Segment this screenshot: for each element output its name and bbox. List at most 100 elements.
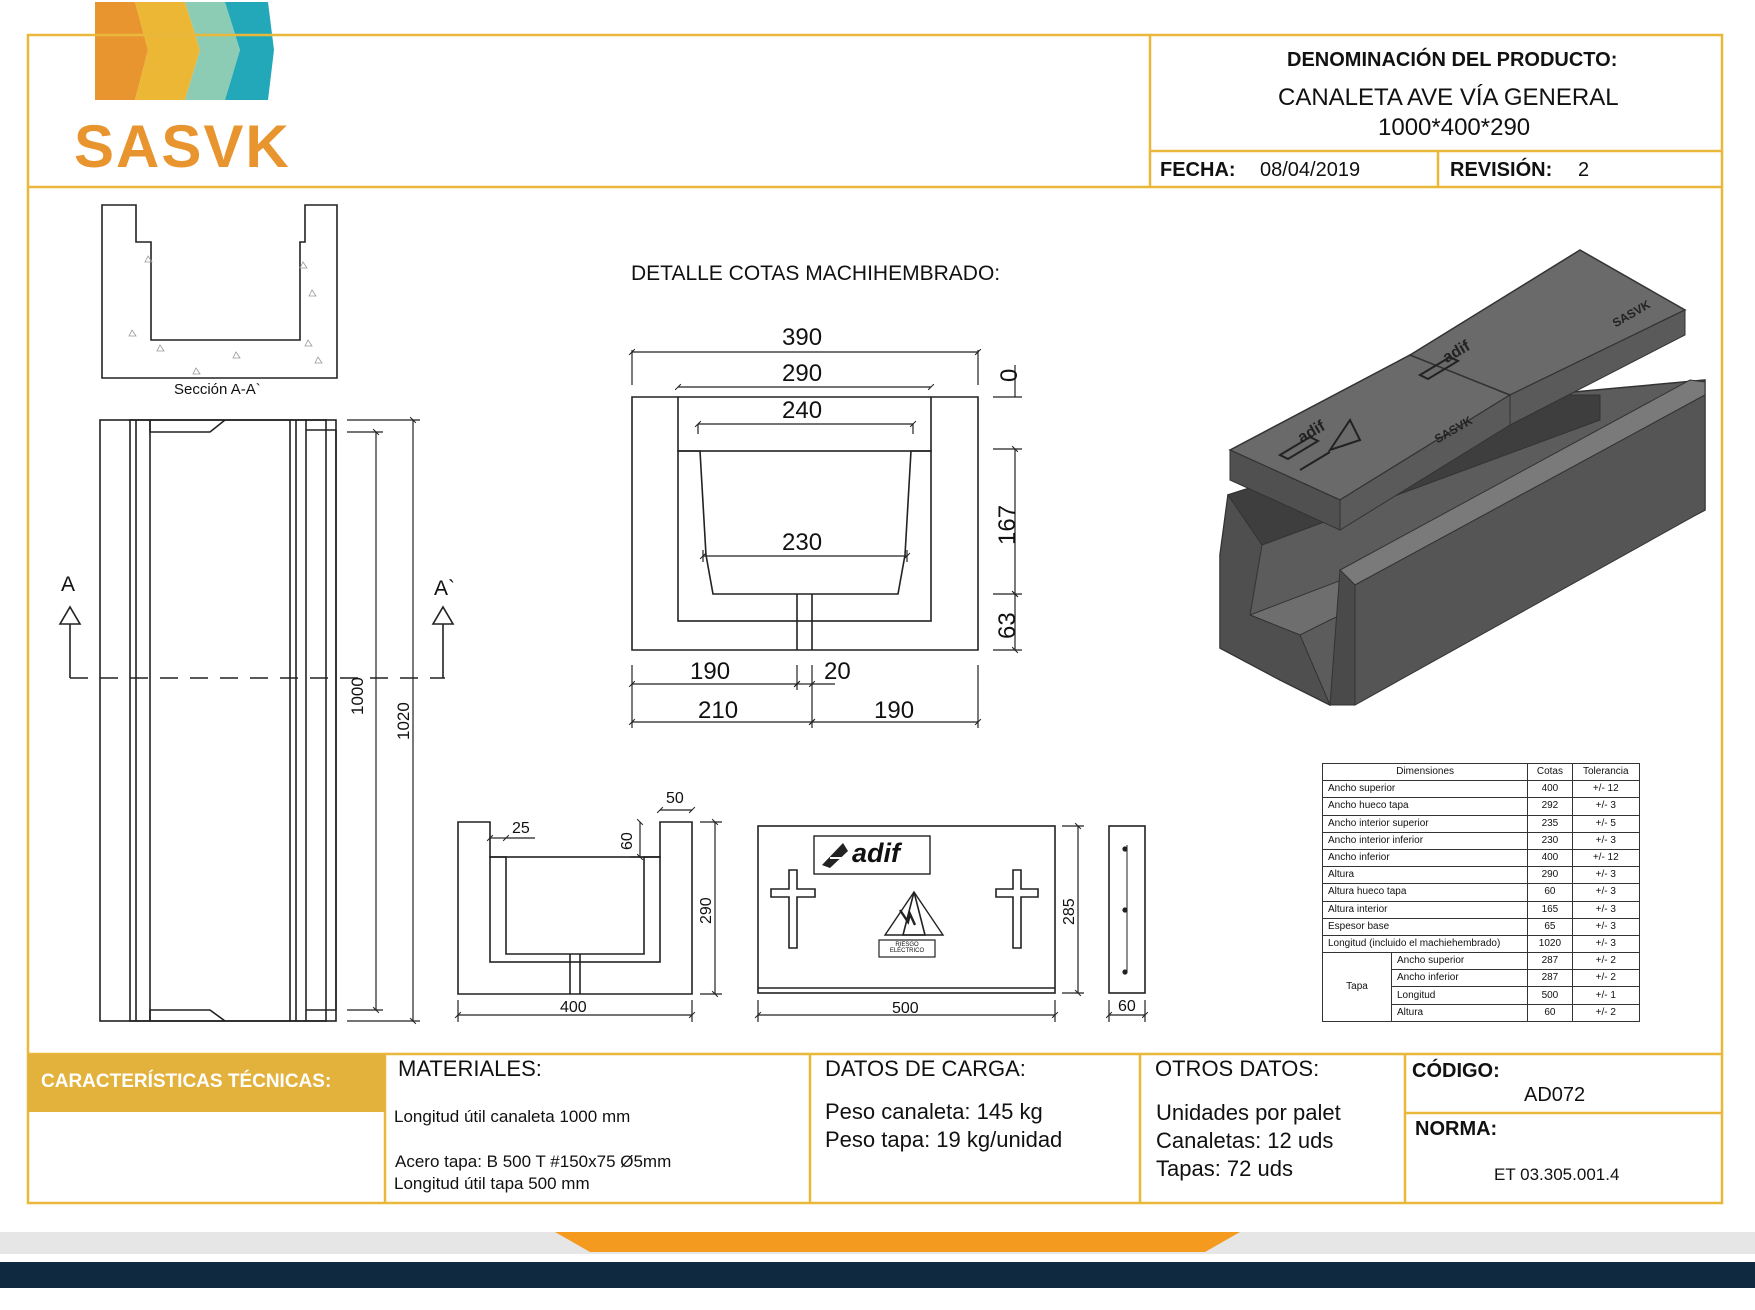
- dim-25: 25: [512, 820, 530, 837]
- norm-label: NORMA:: [1415, 1118, 1498, 1140]
- row-tolerance: +/- 5: [1571, 814, 1641, 833]
- plan-dimension-lines: [347, 416, 420, 1025]
- row-tolerance: +/- 2: [1571, 952, 1641, 971]
- row-value: 400: [1527, 780, 1573, 799]
- dim-210: 210: [698, 697, 739, 724]
- row-label: Altura hueco tapa: [1321, 883, 1529, 902]
- row-tolerance: +/- 3: [1571, 883, 1641, 902]
- row-value: 1020: [1527, 934, 1573, 954]
- dim-20: 20: [824, 658, 851, 685]
- row-tolerance: +/- 3: [1571, 917, 1641, 936]
- brand-wordmark: SASVK: [74, 113, 291, 180]
- product-dims: 1000*400*290: [1378, 114, 1531, 141]
- row-value: 60: [1527, 1003, 1573, 1022]
- dim-plan-1000: 1000: [348, 677, 367, 715]
- row-value: 287: [1527, 952, 1573, 971]
- row-label: Ancho interior superior: [1321, 814, 1529, 833]
- footer-orange-band: [555, 1232, 1240, 1252]
- load-title: DATOS DE CARGA:: [825, 1056, 1026, 1081]
- joint-detail-drawing: [631, 396, 979, 651]
- row-tolerance: +/- 3: [1571, 797, 1641, 816]
- dim-plan-1020: 1020: [394, 702, 413, 740]
- materials-line-1: Longitud útil canaleta 1000 mm: [394, 1107, 631, 1126]
- row-label: Longitud: [1390, 986, 1529, 1005]
- materials-line-2: Acero tapa: B 500 T #150x75 Ø5mm: [395, 1152, 672, 1171]
- load-line-1: Peso canaleta: 145 kg: [825, 1099, 1043, 1124]
- table-header-dimensiones: Dimensiones: [1321, 762, 1529, 782]
- row-tolerance: +/- 3: [1571, 900, 1641, 919]
- dim-290-cross: 290: [698, 897, 715, 924]
- section-cut-marker: [58, 605, 455, 679]
- row-label: Ancho inferior: [1390, 969, 1529, 988]
- row-value: 165: [1527, 900, 1573, 919]
- cross-section-dimension-lines: [454, 806, 722, 1022]
- load-line-2: Peso tapa: 19 kg/unidad: [825, 1127, 1063, 1152]
- row-tolerance: +/- 1: [1571, 986, 1641, 1005]
- section-marker-a: A: [61, 573, 76, 596]
- row-tolerance: +/- 2: [1571, 1003, 1641, 1022]
- dim-285: 285: [1061, 898, 1078, 925]
- date-value: 08/04/2019: [1260, 159, 1361, 181]
- table-row: Longitud (incluido el machiehembrado)102…: [1321, 934, 1641, 954]
- row-tolerance: +/- 12: [1571, 780, 1641, 799]
- row-tolerance: +/- 2: [1571, 969, 1641, 988]
- norm-value: ET 03.305.001.4: [1494, 1165, 1620, 1184]
- table-header-cotas: Cotas: [1527, 762, 1573, 782]
- materials-line-3: Longitud útil tapa 500 mm: [394, 1174, 590, 1193]
- row-value: 500: [1527, 986, 1573, 1005]
- row-tolerance: +/- 12: [1571, 848, 1641, 868]
- logo-stripes: [95, 2, 274, 100]
- row-value: 400: [1527, 848, 1573, 868]
- isometric-render: [1219, 249, 1706, 707]
- other-line-2: Canaletas: 12 uds: [1156, 1128, 1334, 1153]
- lid-side-dimension-lines: [1105, 1000, 1149, 1022]
- row-label: Espesor base: [1321, 917, 1529, 936]
- row-value: 287: [1527, 969, 1573, 988]
- lid-dimension-lines: [754, 822, 1084, 1022]
- row-label: Ancho hueco tapa: [1321, 797, 1529, 816]
- lid-sign-text: RIESGO ELÉCTRICO: [889, 942, 925, 954]
- dim-500: 500: [892, 1000, 919, 1017]
- concrete-hatch: [128, 255, 323, 375]
- dim-390: 390: [782, 324, 823, 351]
- section-caption: Sección A-A`: [174, 381, 261, 398]
- detail-title: DETALLE COTAS MACHIHEMBRADO:: [631, 262, 1001, 285]
- row-label: Altura: [1321, 866, 1529, 885]
- row-label: Ancho superior: [1390, 952, 1529, 971]
- revision-label: REVISIÓN:: [1450, 159, 1553, 181]
- lid-logo-text: adif: [852, 838, 901, 868]
- tech-banner-bg: [28, 1054, 385, 1112]
- code-value: AD072: [1524, 1084, 1586, 1106]
- dim-240: 240: [782, 397, 823, 424]
- dim-0: 0: [996, 368, 1023, 382]
- code-label: CÓDIGO:: [1412, 1060, 1500, 1082]
- lid-top-view-drawing: [757, 825, 1056, 994]
- dim-167: 167: [994, 504, 1021, 545]
- dim-230: 230: [782, 529, 823, 556]
- sheet-frame: [26, 33, 1724, 1205]
- section-marker-a2: A`: [434, 577, 455, 600]
- row-label: Ancho interior inferior: [1321, 831, 1529, 850]
- lid-adif-logo: [822, 843, 917, 926]
- row-value: 235: [1527, 814, 1573, 833]
- dim-50: 50: [666, 790, 684, 807]
- date-label: FECHA:: [1160, 159, 1236, 181]
- row-tolerance: +/- 3: [1571, 866, 1641, 885]
- plan-view-drawing: [99, 419, 337, 1022]
- joint-detail-dimension-lines: [628, 348, 1022, 728]
- footer-navy-band: [0, 1262, 1755, 1288]
